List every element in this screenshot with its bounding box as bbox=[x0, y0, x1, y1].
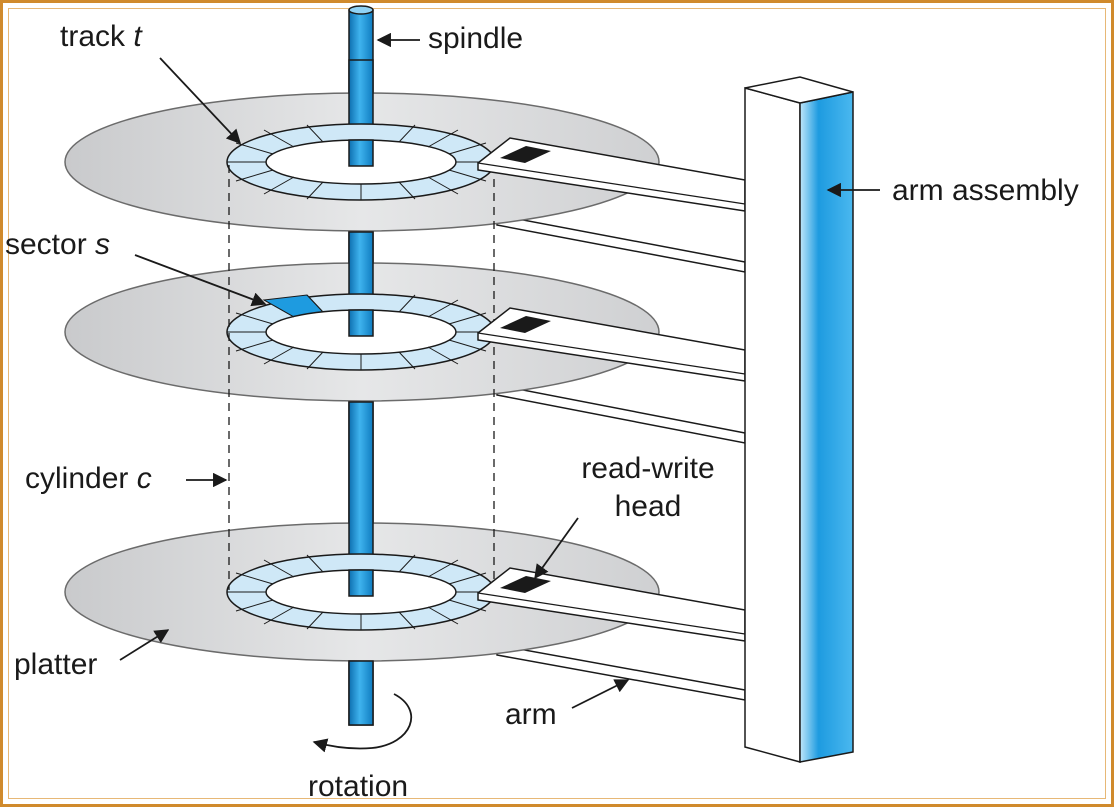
platter-label: platter bbox=[14, 648, 97, 681]
platter-middle bbox=[64, 231, 660, 402]
arm-assembly-label: arm assembly bbox=[892, 174, 1079, 207]
sector-label: sector s bbox=[5, 228, 110, 261]
arm-assembly-pillar bbox=[744, 76, 854, 763]
rotation-label: rotation bbox=[308, 770, 408, 803]
cylinder-outline bbox=[228, 165, 495, 590]
sector-leader-arrow bbox=[134, 254, 267, 307]
spindle-base bbox=[348, 660, 374, 726]
read-write-head-bottom bbox=[500, 576, 551, 593]
track-label: track t bbox=[60, 20, 143, 53]
arm-leader-arrow bbox=[571, 679, 630, 709]
spindle-label: spindle bbox=[428, 22, 523, 55]
platter-top bbox=[64, 59, 660, 232]
read-write-label-line1: read-write bbox=[581, 452, 714, 485]
read-write-head-leader-arrow bbox=[534, 517, 579, 580]
read-write-head-middle bbox=[500, 316, 551, 333]
rotation-arrow bbox=[312, 693, 413, 753]
diagram-frame-inner bbox=[8, 8, 1106, 799]
read-write-head-top bbox=[500, 146, 551, 163]
platter-leader-arrow bbox=[119, 629, 170, 661]
arm-top bbox=[477, 137, 746, 212]
cylinder-label: cylinder c bbox=[25, 462, 152, 495]
platter-bottom bbox=[64, 401, 660, 662]
arm-bottom bbox=[477, 567, 746, 642]
arm-label: arm bbox=[505, 698, 557, 731]
track-leader-arrow bbox=[159, 57, 241, 145]
read-write-label-line2: head bbox=[615, 490, 682, 523]
